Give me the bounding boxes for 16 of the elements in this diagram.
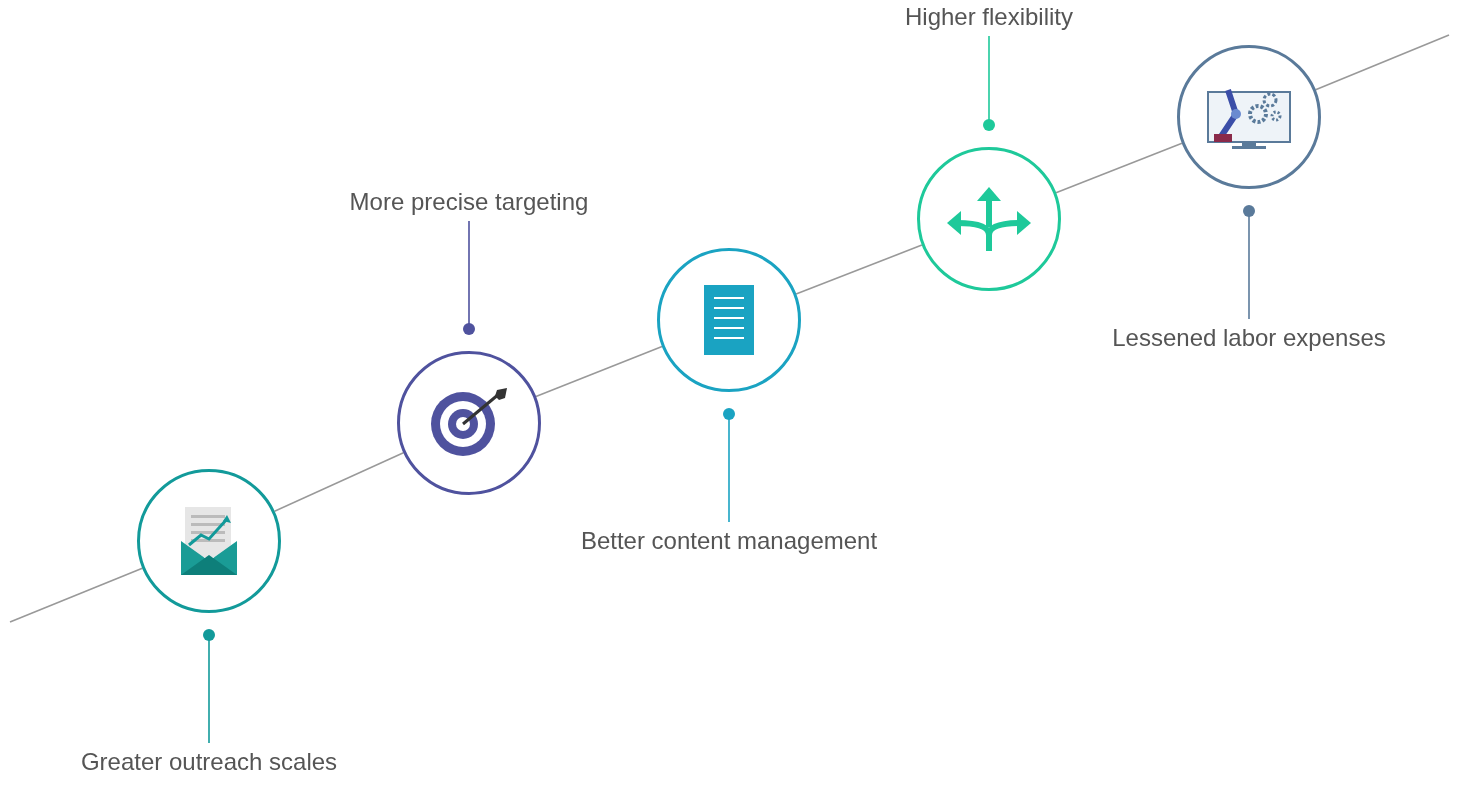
timeline-line [273,451,405,513]
step-label: Better content management [579,526,879,556]
leader-line [463,220,475,335]
leader-line [203,629,215,744]
step-label: More precise targeting [319,187,619,217]
timeline-line [795,244,923,295]
timeline-line [535,345,663,398]
leader-line [983,35,995,131]
leader-line [723,408,735,523]
step-label: Lessened labor expenses [1099,323,1399,353]
timeline-line [9,567,144,623]
timeline-line [1314,34,1450,91]
timeline-line [1055,142,1183,194]
step-label: Higher flexibility [839,2,1139,32]
leader-line [1243,205,1255,320]
step-label: Greater outreach scales [59,747,359,777]
